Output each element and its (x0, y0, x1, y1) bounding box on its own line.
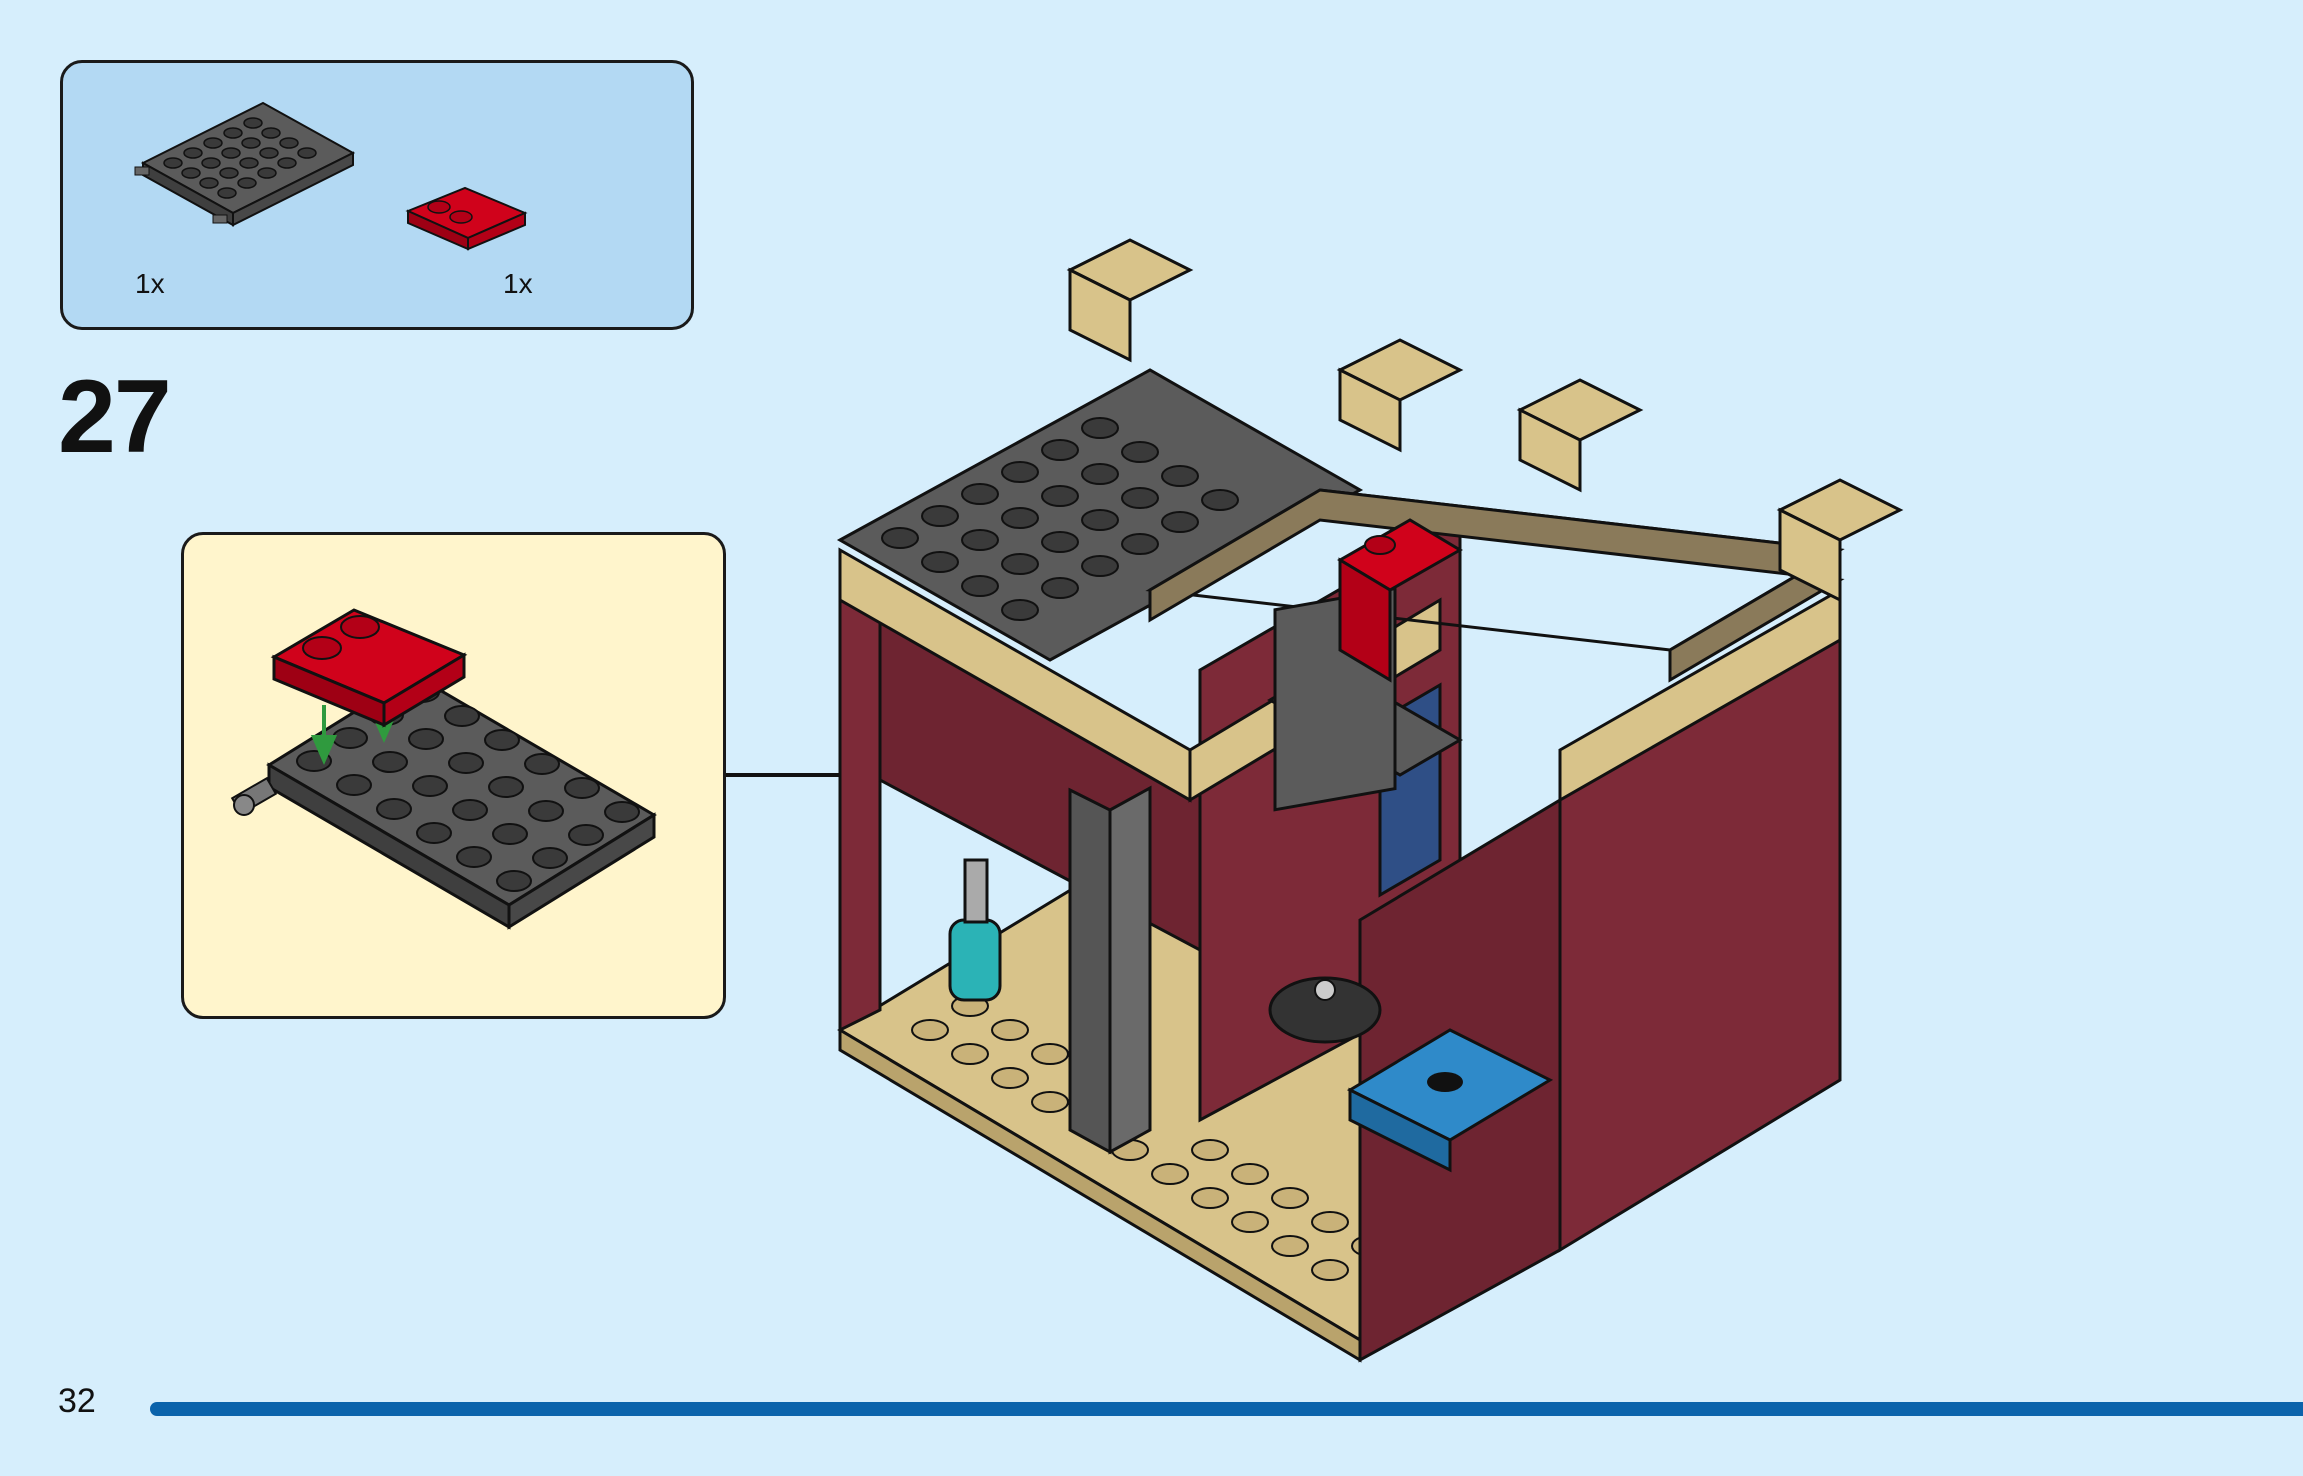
red-plate-part-image (405, 186, 528, 251)
parts-list-box: 1x 1x (60, 60, 694, 330)
subassembly-callout (181, 532, 726, 1019)
progress-bar (150, 1402, 2303, 1416)
page-number: 32 (58, 1382, 96, 1420)
red-plate-quantity: 1x (503, 268, 533, 299)
main-model-illustration (836, 238, 1904, 1363)
step-number: 27 (58, 359, 172, 475)
gray-plate-quantity: 1x (135, 268, 165, 299)
dark-gray-plate-part-image (134, 101, 356, 227)
subassembly-illustration (230, 608, 657, 930)
